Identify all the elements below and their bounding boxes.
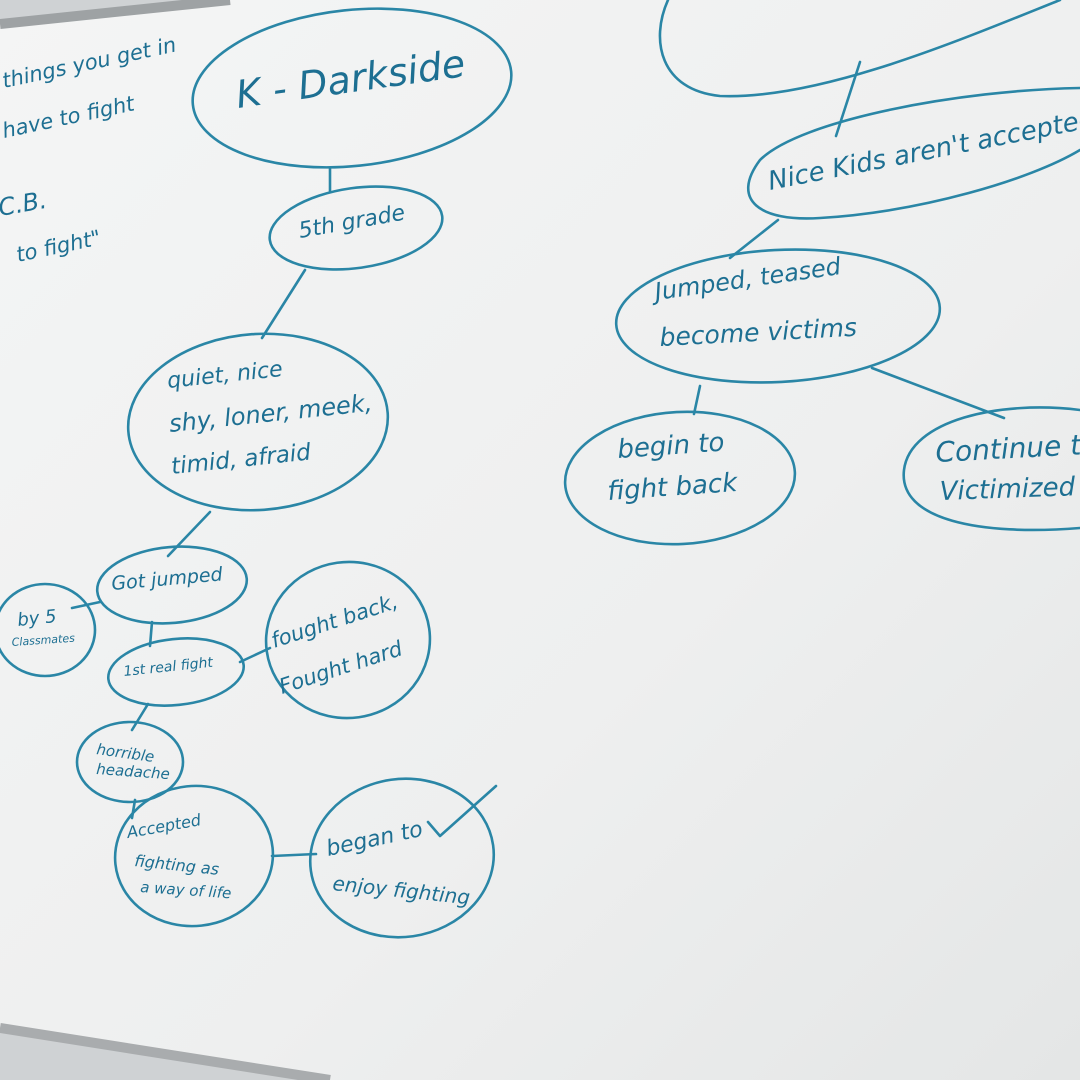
board-frame-bottom — [0, 1023, 331, 1080]
node-continue-victimized: Continue t Victimized — [902, 406, 1080, 532]
by-classmates-line-2: Classmates — [11, 632, 75, 649]
by-classmates-line-1: by 5 — [16, 606, 57, 631]
headache-line-2: headache — [96, 760, 171, 783]
node-by-classmates: by 5 Classmates — [0, 582, 97, 678]
checkmark-icon — [426, 784, 498, 838]
board-frame-top — [0, 0, 231, 29]
continue-line-1: Continue t — [935, 428, 1080, 469]
node-top-right-partial — [658, 0, 1062, 98]
fight-back-line-1: begin to — [616, 428, 725, 465]
continue-line-2: Victimized — [939, 472, 1076, 507]
